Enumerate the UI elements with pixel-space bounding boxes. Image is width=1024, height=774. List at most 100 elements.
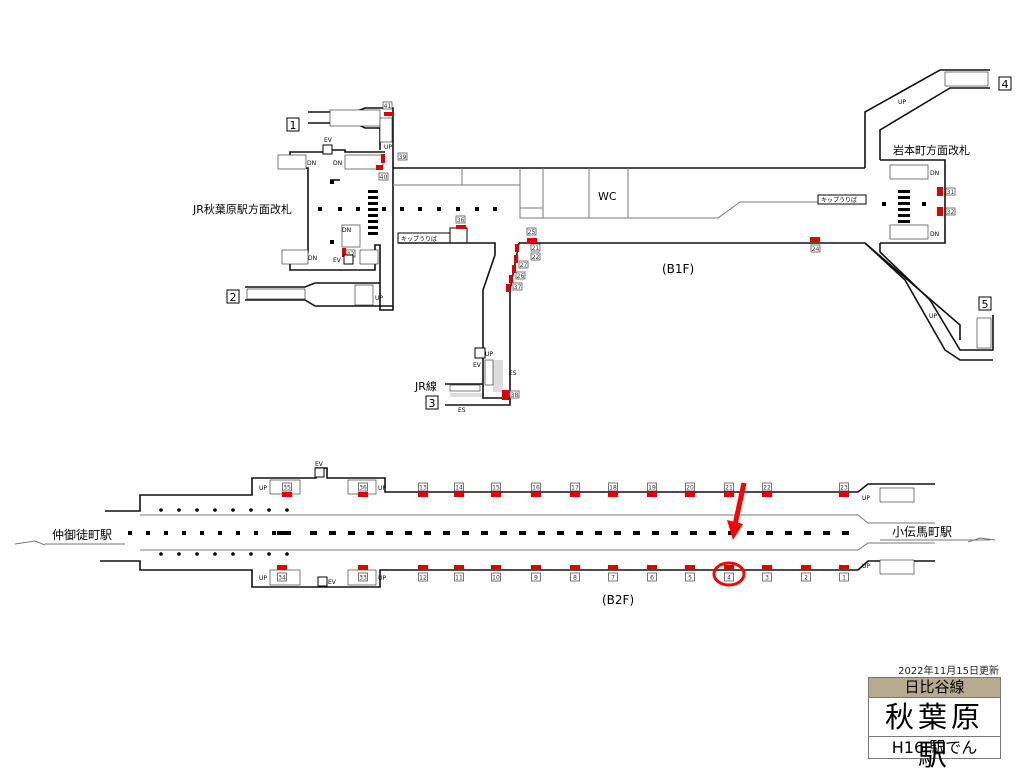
- station-info-card: 日比谷線 秋葉原駅 H16 駅でん: [868, 677, 1001, 772]
- door-mark: [418, 565, 428, 570]
- tactile-stripes-east: [898, 190, 910, 223]
- track-dash: [804, 531, 811, 535]
- svg-text:UP: UP: [862, 495, 870, 502]
- door-mark: [608, 492, 618, 497]
- door-number: 35: [283, 485, 291, 492]
- jr-stair-horizontal: [449, 384, 481, 392]
- platform-dot: [177, 552, 181, 556]
- door-number: 13: [419, 485, 427, 492]
- svg-text:UP: UP: [378, 575, 386, 582]
- svg-text:31: 31: [947, 189, 955, 196]
- track-dot: [146, 531, 150, 535]
- track-dash: [424, 531, 431, 535]
- svg-text:24: 24: [812, 246, 820, 253]
- svg-text:40: 40: [380, 174, 388, 181]
- svg-text:4: 4: [1002, 78, 1009, 91]
- track-dot: [254, 531, 258, 535]
- lower-door-1: 1: [839, 565, 849, 582]
- track-dot: [200, 531, 204, 535]
- track-dash: [519, 531, 526, 535]
- platform-dot: [285, 508, 289, 512]
- lower-door-12: 12: [418, 565, 428, 582]
- svg-text:EV: EV: [328, 579, 337, 586]
- platform-dot: [159, 552, 163, 556]
- lower-door-6: 6: [647, 565, 657, 582]
- upper-door-17: 17: [570, 482, 580, 497]
- track-dash: [500, 531, 507, 535]
- exit-2-stair: [246, 288, 306, 300]
- door-number: 33: [359, 575, 367, 582]
- door-number-box: [608, 572, 618, 582]
- line-name: 日比谷線: [869, 678, 1000, 698]
- svg-text:DN: DN: [308, 255, 317, 262]
- door-mark: [454, 565, 464, 570]
- station-code: H16 駅でん: [891, 738, 978, 757]
- door-number-box: [647, 482, 657, 492]
- door-number-box: [685, 482, 695, 492]
- highlight-circle: [712, 561, 746, 587]
- door-number-box: [491, 482, 501, 492]
- lower-door-5: 5: [685, 565, 695, 582]
- svg-text:EV: EV: [324, 137, 333, 144]
- door-number-box: [801, 572, 811, 582]
- door-mark: [762, 565, 772, 570]
- track-dash: [576, 531, 583, 535]
- platform-dot: [213, 508, 217, 512]
- door-number-box: [277, 572, 287, 582]
- track-dash: [348, 531, 355, 535]
- highlight-arrowhead: [727, 520, 743, 540]
- door-number: 21: [725, 485, 733, 492]
- escalator: [493, 360, 503, 392]
- platform-dot: [249, 508, 253, 512]
- svg-text:DN: DN: [307, 160, 316, 167]
- svg-text:EV: EV: [473, 362, 482, 369]
- platform-dot: [267, 508, 271, 512]
- exit-5-stair: [976, 317, 992, 349]
- svg-text:UP: UP: [898, 99, 906, 106]
- stair-dn-west: [277, 154, 307, 170]
- track-dot: [164, 531, 168, 535]
- track-dash: [823, 531, 830, 535]
- exit-1-stair: [329, 109, 393, 143]
- door-number: 20: [686, 485, 694, 492]
- track-dash: [652, 531, 659, 535]
- platform-dot: [267, 552, 271, 556]
- door-mark: [358, 492, 368, 497]
- exit-4-stair: [944, 71, 989, 87]
- svg-text:22: 22: [532, 254, 540, 261]
- svg-text:UP: UP: [259, 575, 267, 582]
- platform-dot: [231, 508, 235, 512]
- upper-door-23: 23: [839, 482, 849, 497]
- door-number: 16: [532, 485, 540, 492]
- door-number-box: [724, 482, 734, 492]
- highlight-arrow: [732, 482, 747, 526]
- door-mark: [491, 492, 501, 497]
- door-number: 23: [840, 485, 848, 492]
- track-dash: [671, 531, 678, 535]
- highlight-marker: [712, 482, 747, 587]
- svg-text:UP: UP: [378, 485, 386, 492]
- door-number-box: [282, 482, 292, 492]
- floor-b1-label: (B1F): [662, 262, 694, 276]
- exit-1-marker: 1: [286, 117, 300, 132]
- track-line: [128, 531, 849, 535]
- door-number-box: [608, 482, 618, 492]
- svg-text:38: 38: [511, 392, 519, 399]
- door-mark: [724, 492, 734, 497]
- door-number-box: [418, 482, 428, 492]
- door-number-box: [358, 482, 368, 492]
- svg-text:UP: UP: [485, 351, 493, 358]
- door-number: 14: [455, 485, 463, 492]
- door-mark: [358, 565, 368, 570]
- door-number: 12: [419, 575, 427, 582]
- upper-door-19: 19: [647, 482, 657, 497]
- exit-3-marker: 3: [425, 395, 439, 410]
- track-dot: [218, 531, 222, 535]
- ev-b2-lower: [317, 576, 328, 587]
- svg-text:37: 37: [514, 284, 522, 291]
- station-name: 秋葉原駅: [869, 698, 1000, 772]
- door-number-box: [491, 572, 501, 582]
- platform-dot: [249, 552, 253, 556]
- svg-text:UP: UP: [862, 563, 870, 570]
